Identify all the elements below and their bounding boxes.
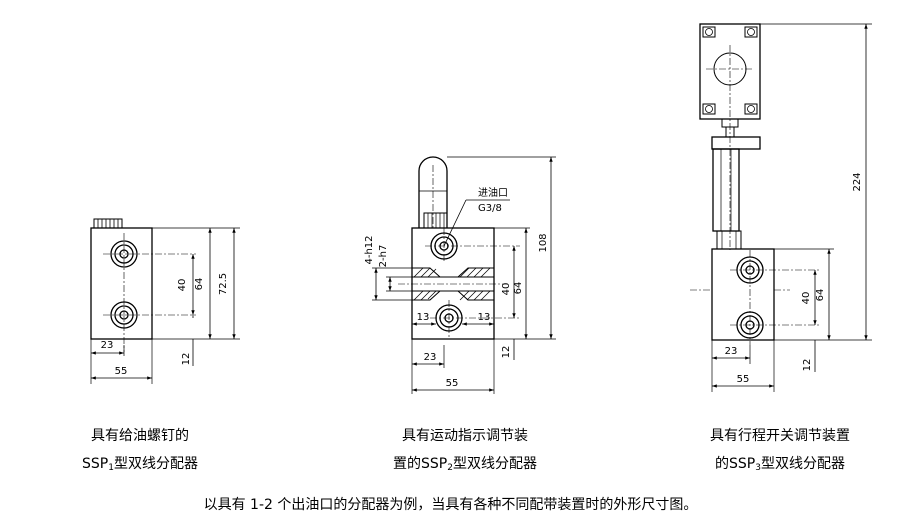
fit-4-h12: 4-h12 bbox=[364, 235, 375, 264]
figure-1-caption-sub: 1 bbox=[108, 463, 114, 473]
figure-3-caption-line1: 具有行程开关调节装置 bbox=[710, 428, 850, 444]
figure-1-caption: 具有给油螺钉的 SSP1型双线分配器 bbox=[60, 426, 220, 478]
mounting-bracket bbox=[711, 136, 761, 150]
figure-2-ssp2-drawing bbox=[372, 156, 556, 394]
distributor-body bbox=[90, 227, 153, 340]
figure-3-caption-suffix: 型双线分配器 bbox=[760, 456, 845, 472]
switch-screw-tl bbox=[705, 28, 713, 36]
figure-3-dimension-texts: 224 40 64 23 55 12 bbox=[725, 172, 863, 385]
dim-12: 12 bbox=[802, 359, 813, 372]
dim-224: 224 bbox=[852, 172, 863, 191]
dim-23: 23 bbox=[101, 340, 114, 351]
dim-55: 55 bbox=[115, 366, 128, 377]
dim-55: 55 bbox=[446, 378, 459, 389]
figure-footer-note: 以具有 1-2 个出油口的分配器为例，当具有各种不同配带装置时的外形尺寸图。 bbox=[203, 497, 698, 513]
dim-40: 40 bbox=[801, 292, 812, 305]
dim-23: 23 bbox=[725, 346, 738, 357]
piston-bore-section bbox=[412, 267, 494, 301]
fit-2-h7: 2-h7 bbox=[378, 245, 389, 268]
figure-2-caption-line2: 置的SSP2型双线分配器 bbox=[370, 454, 560, 478]
figure-2-caption-prefix: 置的SSP bbox=[393, 456, 448, 472]
figure-3-caption: 具有行程开关调节装置 的SSP3型双线分配器 bbox=[680, 426, 880, 478]
figure-1-caption-line2: SSP1型双线分配器 bbox=[60, 454, 220, 478]
switch-screw-tr bbox=[747, 28, 755, 36]
figure-2-caption-sub: 2 bbox=[447, 463, 453, 473]
figure-2-caption: 具有运动指示调节装 置的SSP2型双线分配器 bbox=[370, 426, 560, 478]
dim-23: 23 bbox=[424, 352, 437, 363]
port-label: 进油口 bbox=[478, 186, 508, 199]
dim-64: 64 bbox=[815, 289, 826, 302]
dim-40: 40 bbox=[501, 283, 512, 296]
port-thread: G3/8 bbox=[478, 203, 502, 214]
adjusting-nut bbox=[716, 230, 742, 250]
figure-3-caption-line2: 的SSP3型双线分配器 bbox=[680, 454, 880, 478]
rod-housing bbox=[712, 148, 740, 232]
section-hatching bbox=[413, 267, 491, 301]
figure-2-caption-line1: 具有运动指示调节装 bbox=[402, 428, 528, 444]
dim-40: 40 bbox=[177, 279, 188, 292]
dim-13-left: 13 bbox=[417, 312, 430, 323]
dim-72-5: 72.5 bbox=[218, 273, 229, 295]
figure-1-caption-prefix: SSP bbox=[82, 456, 109, 472]
dim-55: 55 bbox=[737, 374, 750, 385]
figure-1-caption-suffix: 型双线分配器 bbox=[113, 456, 198, 472]
figure-1-dimension-texts: 40 64 72.5 23 55 12 bbox=[101, 273, 229, 377]
figure-2-caption-suffix: 型双线分配器 bbox=[452, 456, 537, 472]
adjusting-nut bbox=[423, 212, 448, 229]
switch-screw-bl bbox=[705, 105, 713, 113]
figure-3-caption-prefix: 的SSP bbox=[715, 456, 756, 472]
dim-12: 12 bbox=[181, 353, 192, 366]
dim-108: 108 bbox=[538, 233, 549, 252]
switch-mount-tabs bbox=[702, 26, 758, 115]
switch-screw-br bbox=[747, 105, 755, 113]
figure-3-caption-sub: 3 bbox=[755, 463, 761, 473]
dim-64: 64 bbox=[194, 278, 205, 291]
dim-12: 12 bbox=[501, 346, 512, 359]
figure-1-ssp1-drawing bbox=[90, 218, 240, 384]
figure-2-dimension-texts: 进油口 G3/8 4-h12 2-h7 13 13 40 64 108 12 2… bbox=[364, 186, 549, 389]
dim-64: 64 bbox=[513, 282, 524, 295]
distributor-body bbox=[711, 248, 775, 341]
indicator-rod bbox=[418, 156, 448, 228]
figure-3-ssp3-drawing bbox=[690, 23, 872, 392]
screw-knurl bbox=[97, 219, 119, 228]
figure-1-caption-line1: 具有给油螺钉的 bbox=[91, 428, 189, 444]
dim-13-right: 13 bbox=[478, 312, 491, 323]
